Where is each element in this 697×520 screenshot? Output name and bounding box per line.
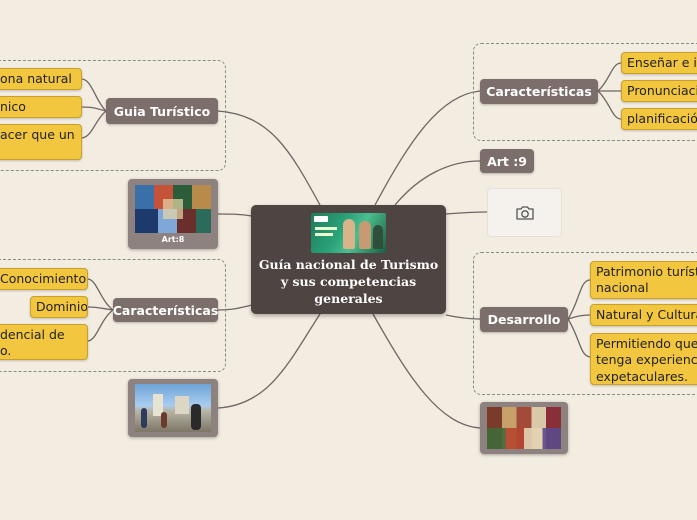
leaf-caract-right-2[interactable]: Pronunciaci [621,80,697,102]
leaf-caract-left-3[interactable]: dencial de o. [0,324,88,360]
topic-art9[interactable]: Art :9 [480,149,534,173]
central-image [311,213,386,253]
leaf-caract-left-3-line1: dencial de [0,327,65,342]
link-central-camera [445,211,488,215]
image-card-right-collage[interactable] [480,402,568,454]
leaf-caract-left-1[interactable]: Conocimiento [0,268,88,290]
central-title-line3: generales [314,290,383,306]
link-central-guia [217,110,321,206]
group-box-guia [0,60,226,171]
art8-caption: Art:8 [161,235,185,244]
collage-image-right [487,407,561,449]
leaf-caract-left-2[interactable]: Dominio [30,296,88,318]
leaf-guia-2[interactable]: nico superior [0,96,82,118]
topic-desarrollo[interactable]: Desarrollo [480,307,568,332]
link-central-photo-right [372,313,481,429]
leaf-caract-right-3[interactable]: planificació [621,108,697,130]
group-box-caracteristicas-left [0,259,226,372]
image-placeholder[interactable] [487,188,562,237]
link-central-art8 [217,213,253,217]
image-card-left-photo[interactable] [128,379,218,437]
image-card-art8[interactable]: Art:8 [128,179,218,249]
central-title-line2: y sus competencias [280,273,417,289]
link-central-caract-left [217,304,253,311]
leaf-desarrollo-3-line1: Permitiendo que [596,336,697,351]
leaf-desarrollo-3-line2: tenga experienc [596,352,697,368]
link-central-desarrollo [445,314,481,320]
leaf-guia-1[interactable]: ona natural [0,68,82,90]
link-central-art9 [394,160,481,206]
leaf-desarrollo-1-line2: nacional [596,280,649,296]
leaf-caract-right-1[interactable]: Enseñar e i [621,52,697,74]
topic-caracteristicas-left[interactable]: Características [113,298,218,322]
topic-caracteristicas-right[interactable]: Características [480,79,598,104]
link-central-caract-right [374,90,481,206]
camera-icon [515,205,534,220]
group-box-caracteristicas-right [473,43,697,141]
leaf-desarrollo-1-line1: Patrimonio turíst [596,264,697,279]
collage-image-art8 [135,185,211,233]
central-title-line1: Guía nacional de Turismo [258,257,439,272]
leaf-desarrollo-3-line3: expetaculares. [596,368,689,384]
leaf-desarrollo-3[interactable]: Permitiendo que tenga experienc expetacu… [590,333,697,385]
leaf-desarrollo-2[interactable]: Natural y Cultura [590,304,697,326]
leaf-caract-left-2-text: Dominio [36,299,88,314]
topic-guia-turistico[interactable]: Guia Turístico [106,98,218,124]
group-box-desarrollo [473,252,697,395]
photo-tour-group [135,384,211,432]
leaf-guia-3[interactable]: acer que un [0,124,82,160]
leaf-caract-left-3-line2: o. [0,343,12,359]
leaf-desarrollo-2-line1: Natural y Cultura [596,307,697,322]
leaf-desarrollo-1[interactable]: Patrimonio turíst nacional [590,261,697,299]
link-central-photo-left [217,313,321,409]
central-topic[interactable]: Guía nacional de Turismo y sus competenc… [251,205,446,314]
